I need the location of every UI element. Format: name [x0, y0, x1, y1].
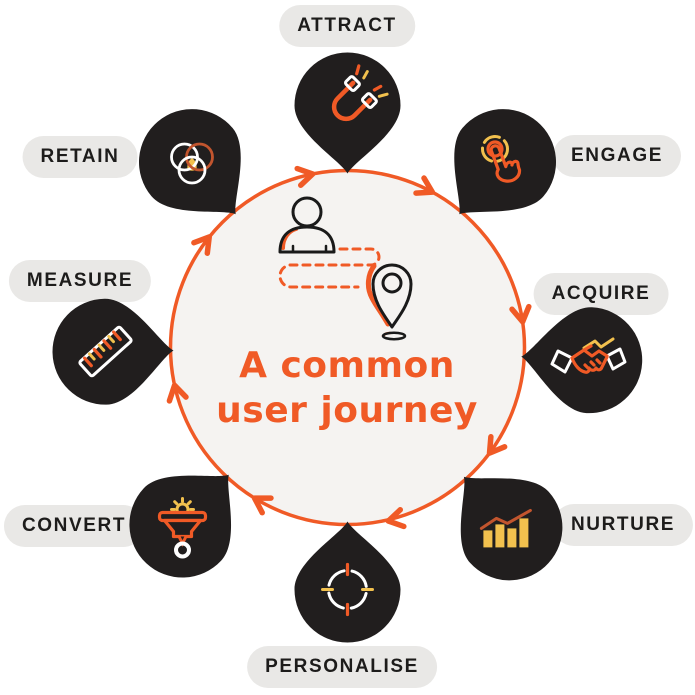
dashed-route-path [278, 247, 381, 289]
flow-arrowhead [297, 166, 314, 186]
venn-diagram-icon [170, 142, 214, 185]
target-icon [321, 562, 374, 617]
magnet-icon [331, 64, 389, 122]
growth-chart-icon [479, 508, 532, 548]
stage-pin-engage [418, 87, 578, 249]
funnel-gear-icon [157, 497, 208, 559]
flow-arrowhead [512, 307, 531, 323]
stage-label-convert: CONVERT [3, 505, 145, 547]
stage-label-acquire: ACQUIRE [533, 273, 669, 315]
ruler-icon [78, 325, 133, 378]
stage-label-personalise: PERSONALISE [247, 646, 437, 688]
tap-finger-icon [481, 135, 522, 183]
location-pin-icon [365, 263, 413, 341]
title-line-2: user journey [216, 389, 478, 431]
stage-label-measure: MEASURE [8, 260, 152, 302]
stage-label-retain: RETAIN [22, 136, 138, 178]
user-journey-illustration [278, 196, 413, 341]
flow-arrowhead [416, 178, 436, 200]
flow-arrowhead [194, 232, 216, 253]
diagram-title: A common user journey [216, 344, 478, 433]
person-icon [278, 196, 336, 254]
stage-label-attract: ATTRACT [279, 5, 415, 47]
stage-pin-acquire [518, 303, 645, 416]
flow-arrowhead [483, 437, 505, 458]
stage-pin-personalise [294, 521, 401, 643]
flow-arrowhead [166, 383, 186, 400]
stage-label-nurture: NURTURE [552, 504, 694, 546]
stage-pin-measure [51, 297, 175, 406]
stage-pin-attract [294, 52, 401, 174]
handshake-icon [550, 337, 627, 374]
stage-pin-retain [117, 87, 277, 249]
stage-label-engage: ENGAGE [553, 135, 681, 177]
flow-arrowhead [250, 491, 271, 513]
flow-arrowhead [387, 510, 404, 530]
title-line-1: A common [239, 345, 455, 386]
